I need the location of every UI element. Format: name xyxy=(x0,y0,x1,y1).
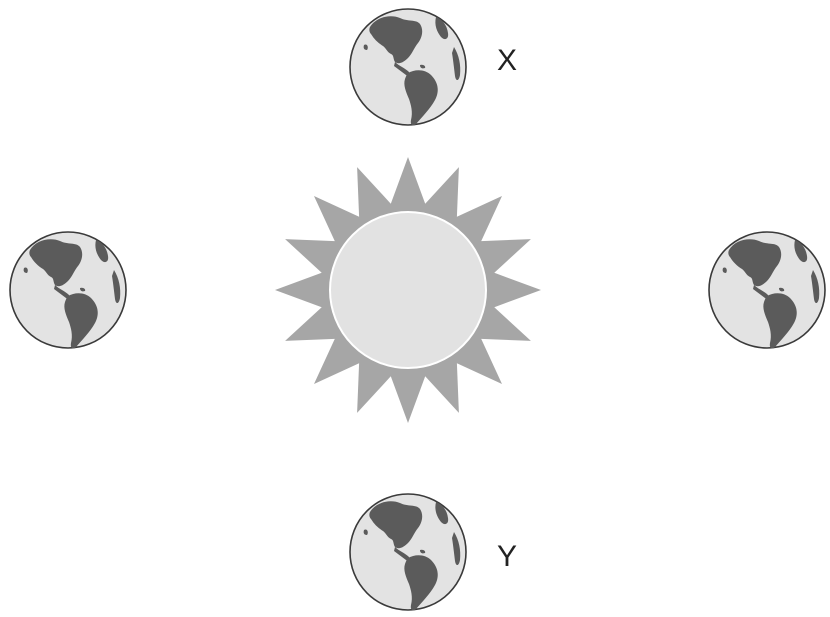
earth-icon-left xyxy=(10,232,126,348)
earth-icon-bottom xyxy=(350,494,466,610)
sun-disk xyxy=(330,212,486,368)
earth-icon-top xyxy=(350,9,466,125)
sun-icon xyxy=(275,157,541,423)
position-label-y: Y xyxy=(497,540,517,573)
earth-icon-right xyxy=(709,232,825,348)
position-label-x: X xyxy=(497,44,517,77)
